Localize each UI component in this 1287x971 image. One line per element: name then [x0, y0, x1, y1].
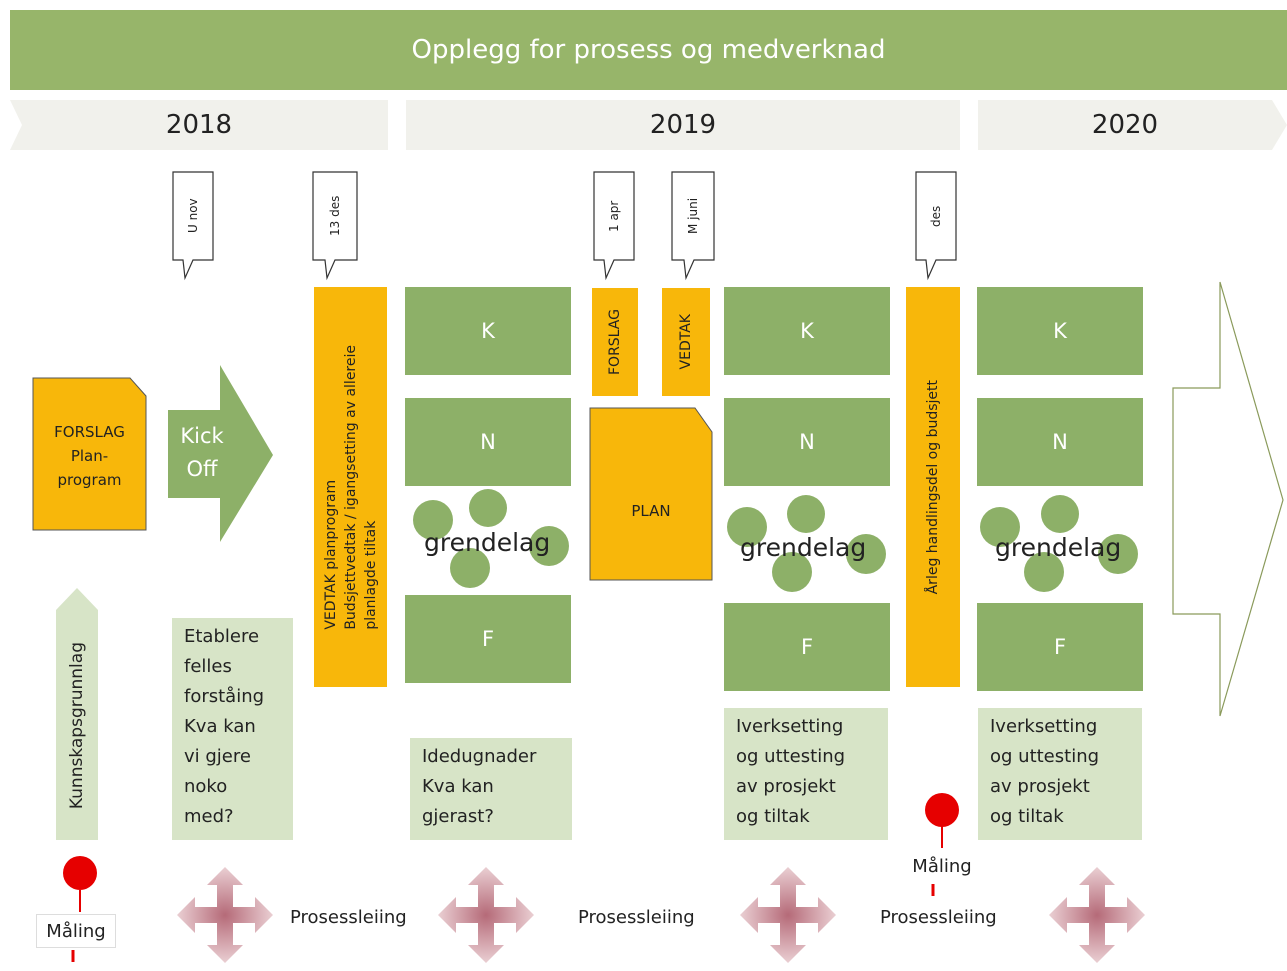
kickoff-label: Kick Off [180, 424, 224, 481]
maling-pin-2 [925, 793, 959, 827]
plan-label: PLAN [631, 502, 671, 520]
prosessleiing-arrow-1 [177, 867, 273, 963]
vedtak-bar: VEDTAK [662, 288, 710, 396]
year-2020: 2020 [1091, 110, 1159, 140]
group-f-1: F [405, 595, 571, 683]
vedtak-label: VEDTAK [678, 314, 694, 370]
prosessleiing-arrow-4 [1049, 867, 1145, 963]
callout-13-des [312, 171, 358, 281]
prosessleiing-label-1: Prosessleiing [290, 907, 407, 928]
group-k-3: K [977, 287, 1143, 375]
arleg-label: Årleg handlingsdel og budsjett [925, 379, 941, 595]
vedtak-planprogram-label: VEDTAK planprogram Budsjettvedtak / igan… [322, 344, 379, 630]
kunnskapsgrunnlag-box: Kunnskapsgrunnlag [56, 615, 98, 837]
group-f-2: F [724, 603, 890, 691]
iverksetting-box-1: Iverksetting og uttesting av prosjekt og… [724, 708, 888, 840]
group-f-3: F [977, 603, 1143, 691]
prosessleiing-arrow-2 [438, 867, 534, 963]
grendelag-2: grendelag [740, 533, 867, 562]
forslag-bar: FORSLAG [592, 288, 638, 396]
maling-label-2: Måling [900, 850, 984, 884]
idedugnader-box: Idedugnader Kva kan gjerast? [410, 738, 572, 840]
forslag-planprogram-doc [32, 377, 147, 531]
maling-pin-1 [63, 856, 97, 890]
group-n-1: N [405, 398, 571, 486]
year-chevron-2018 [10, 100, 388, 150]
kickoff-arrow [168, 365, 273, 542]
prosessleiing-label-2: Prosessleiing [578, 907, 695, 928]
year-2018: 2018 [165, 110, 233, 140]
iverksetting-box-2: Iverksetting og uttesting av prosjekt og… [978, 708, 1142, 840]
forslag-planprogram-label: FORSLAG Plan- program [54, 423, 125, 489]
arleg-bar: Årleg handlingsdel og budsjett [906, 287, 960, 687]
year-chevron-2020 [978, 100, 1287, 150]
future-arrow [1172, 281, 1284, 717]
vedtak-planprogram-bar: VEDTAK planprogram Budsjettvedtak / igan… [314, 287, 387, 687]
etablere-box: Etablere felles forståing Kva kan vi gje… [172, 618, 293, 840]
plan-doc [589, 407, 713, 581]
group-n-2: N [724, 398, 890, 486]
callout-u-nov [172, 171, 214, 281]
callout-des [915, 171, 957, 281]
prosessleiing-arrow-3 [740, 867, 836, 963]
kunnskapsgrunnlag-label: Kunnskapsgrunnlag [67, 642, 87, 810]
year-chevron-2019 [406, 100, 960, 150]
kunnskapsgrunnlag-arrow [56, 588, 98, 840]
group-k-1: K [405, 287, 571, 375]
grendelag-3: grendelag [995, 533, 1122, 562]
callout-1-apr [593, 171, 635, 281]
year-2019: 2019 [649, 110, 717, 140]
grendelag-1: grendelag [424, 528, 551, 557]
callout-m-juni [671, 171, 715, 281]
maling-label-1: Måling [36, 914, 116, 948]
diagram-title: Opplegg for prosess og medverknad [10, 10, 1287, 90]
group-n-3: N [977, 398, 1143, 486]
prosessleiing-label-3: Prosessleiing [880, 907, 997, 928]
forslag-label: FORSLAG [607, 309, 623, 375]
group-k-2: K [724, 287, 890, 375]
